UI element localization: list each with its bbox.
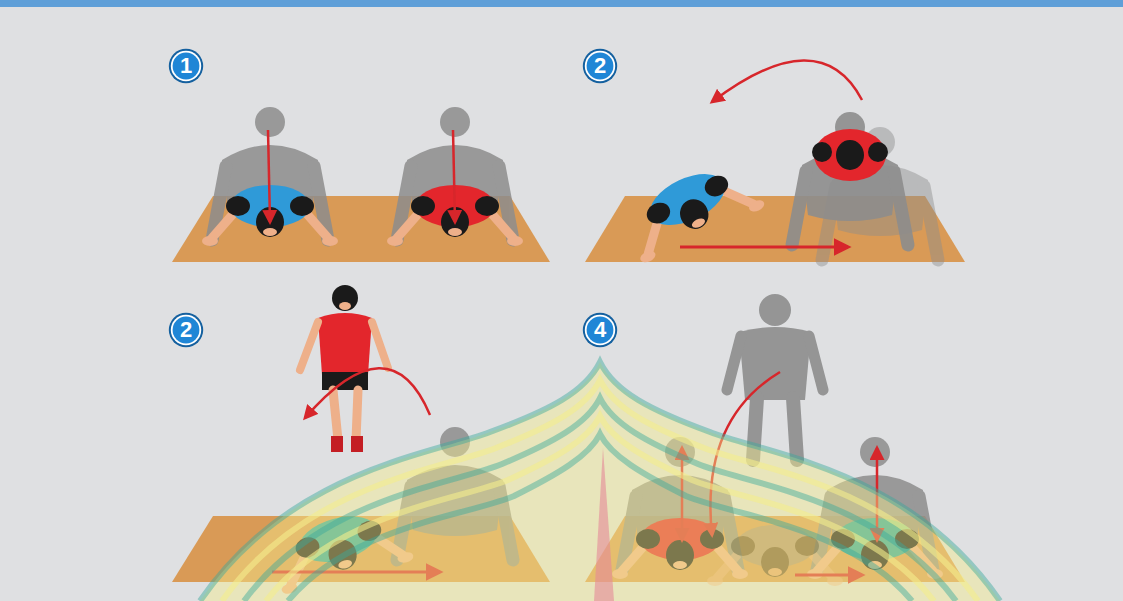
callout-ring (171, 315, 201, 345)
callout-fill (587, 317, 614, 344)
panel-2-figures-part (792, 112, 908, 245)
panel-2-figures-part (812, 142, 832, 162)
watermark-overlay-part (244, 398, 956, 601)
panel-2-figures-part (680, 246, 848, 249)
callout-fill (587, 53, 614, 80)
panel-2-figures-part (712, 60, 862, 102)
callout-ring (585, 315, 615, 345)
watermark-overlay-part (266, 416, 934, 601)
callout-number: 2 (168, 312, 204, 348)
callout-text: 4 (594, 319, 606, 341)
panel-2-figures-part (836, 140, 864, 170)
callout-ring (171, 51, 201, 81)
panel-1-figures-part (453, 130, 455, 222)
panel-2-figures (617, 60, 938, 264)
panel-3-figures-part (333, 390, 358, 440)
callout-text: 2 (180, 319, 192, 341)
panel-3-figures-part (300, 322, 388, 370)
watermark-overlay-part (200, 362, 1000, 601)
callout-number: 4 (582, 312, 618, 348)
panel-2-figures-part (868, 142, 888, 162)
watermark-overlay-part (288, 434, 912, 601)
watermark-overlay-part (200, 362, 1000, 601)
panel-1-figures-part (268, 130, 270, 222)
panel-3-figures-part (331, 436, 343, 452)
panel-3-figures-part (332, 285, 358, 311)
callout-text: 2 (594, 55, 606, 77)
callout-ring (169, 49, 203, 83)
callout-ring (583, 49, 617, 83)
panel-3-figures-part (339, 302, 351, 310)
panel-4-figures-part (727, 294, 823, 460)
callout-number: 2 (582, 48, 618, 84)
panel-1-figures (202, 107, 523, 246)
panel-3-figures-part (305, 368, 430, 418)
callout-fill (173, 53, 200, 80)
callout-ring (583, 313, 617, 347)
callout-ring (169, 313, 203, 347)
panel-3-figures-part (351, 436, 363, 452)
watermark-overlay-part (222, 380, 978, 601)
top-bar (0, 0, 1123, 7)
callout-text: 1 (180, 55, 192, 77)
panel-3-figures-part (318, 313, 372, 375)
callout-number: 1 (168, 48, 204, 84)
watermark-overlay-part (594, 448, 614, 601)
watermark-overlay (200, 362, 1000, 601)
callout-ring (585, 51, 615, 81)
callout-fill (173, 317, 200, 344)
